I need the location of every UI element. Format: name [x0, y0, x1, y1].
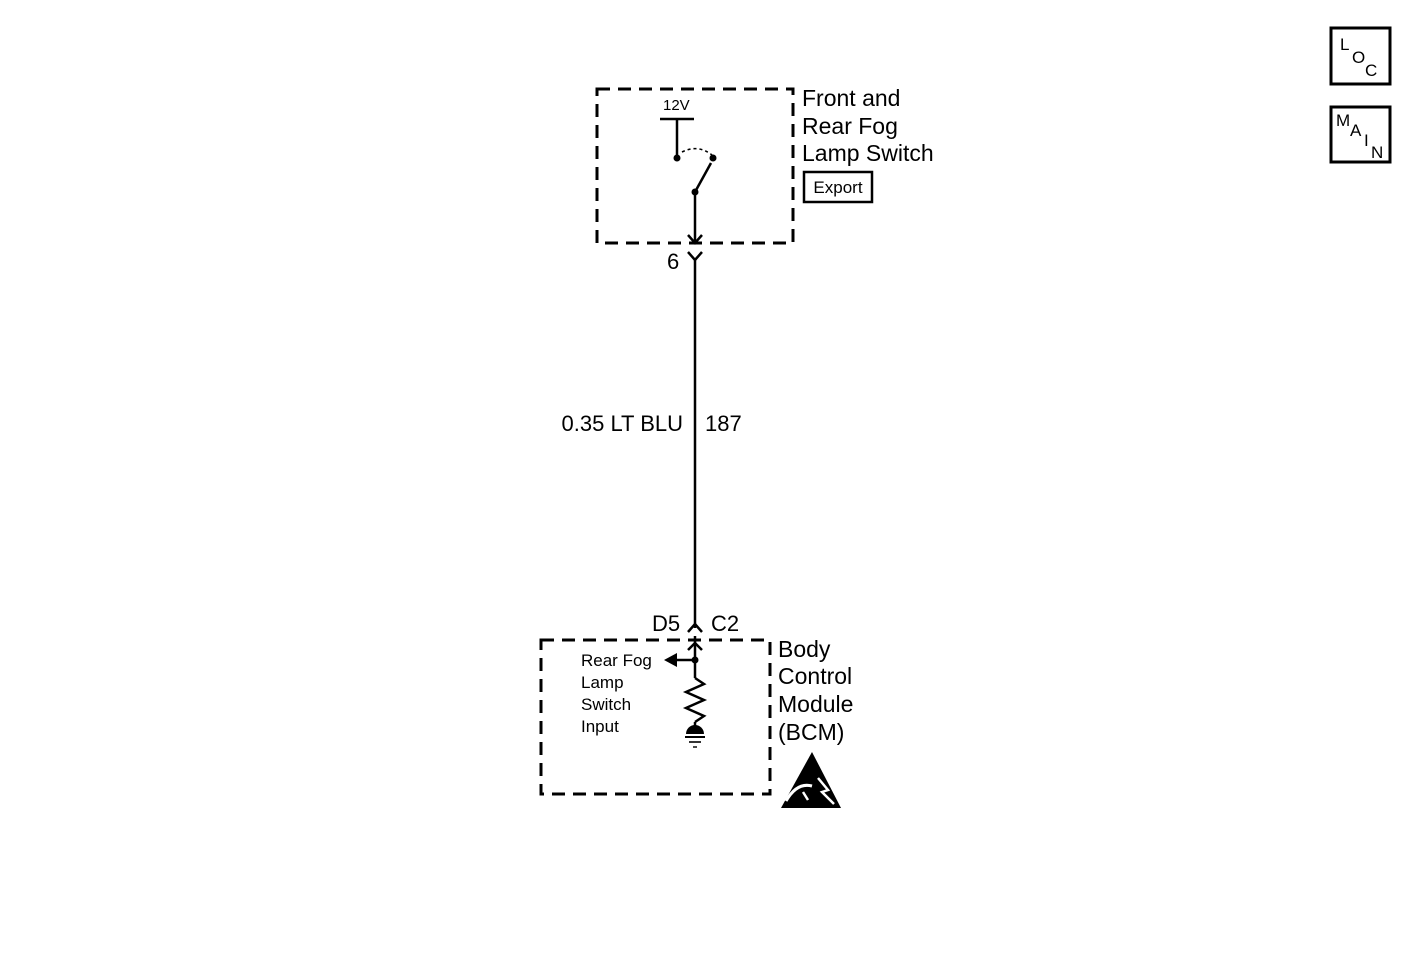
bcm-connector-symbol [687, 622, 703, 633]
export-badge: Export [802, 170, 874, 204]
main-letter-n: N [1371, 143, 1383, 162]
export-badge-label: Export [813, 178, 862, 197]
switch-pin-number: 6 [667, 249, 679, 274]
wire-187: 0.35 LT BLU 187 [562, 258, 742, 628]
loc-letter-l: L [1340, 35, 1349, 54]
main-button[interactable]: M A I N [1329, 105, 1392, 164]
fog-lamp-switch-component: 12V Front and Rear Fog Lamp Switch Expor… [595, 85, 934, 274]
wire-circuit-number: 187 [705, 411, 742, 436]
bcm-boundary [539, 638, 772, 796]
signal-arrow-icon [664, 653, 677, 667]
main-letter-a: A [1350, 121, 1362, 140]
bcm-component: D5 C2 Rear Fog Lamp Switch Input Bod [539, 611, 860, 808]
ground-icon [685, 725, 705, 748]
main-letter-m: M [1336, 111, 1350, 130]
loc-letter-c: C [1365, 61, 1377, 80]
switch-name: Front and Rear Fog Lamp Switch [802, 85, 934, 166]
bcm-name: Body Control Module (BCM) [778, 636, 860, 745]
switch-blade [693, 162, 713, 193]
bcm-input-label: Rear Fog Lamp Switch Input [581, 651, 657, 736]
loc-button[interactable]: L O C [1329, 26, 1392, 86]
bcm-connector-pin: D5 [652, 611, 680, 636]
wire-spec: 0.35 LT BLU [562, 411, 683, 436]
voltage-label: 12V [663, 97, 690, 114]
bcm-connector-id: C2 [711, 611, 739, 636]
main-letter-i: I [1364, 131, 1369, 150]
resistor-icon [682, 676, 708, 724]
loc-letter-o: O [1352, 48, 1365, 67]
electrostatic-discharge-warning-icon [781, 752, 841, 808]
